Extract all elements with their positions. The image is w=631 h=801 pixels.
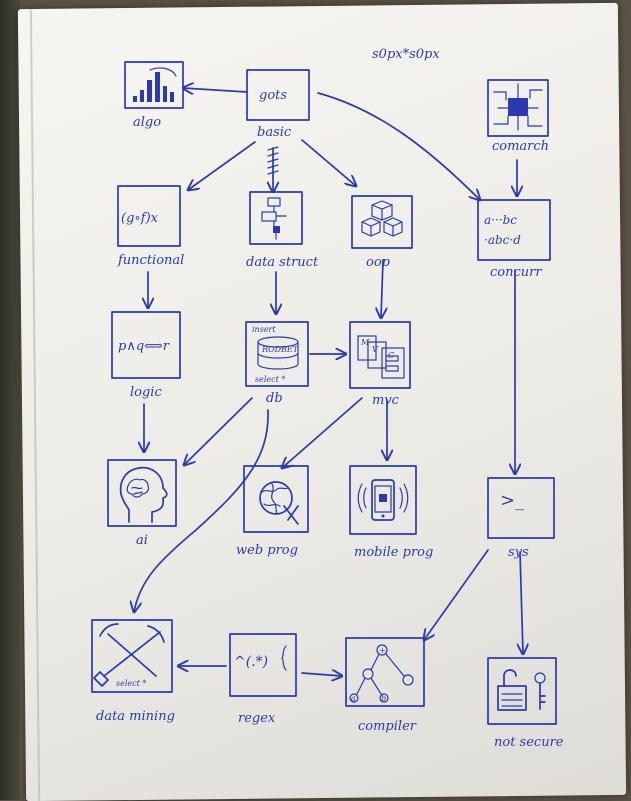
edge-sys-compiler — [424, 549, 489, 640]
logic-label: logic — [130, 385, 162, 400]
basic-scribble — [267, 146, 279, 175]
flowchart-icon — [261, 197, 287, 240]
concurr-row2: ·abc·d — [484, 233, 521, 247]
compiler-leaf1-text: a — [351, 694, 356, 703]
syntax-tree-icon — [349, 644, 414, 703]
basic-box-text: gots — [259, 88, 287, 103]
header-note: s0px*s0px — [372, 47, 440, 62]
node-concurr: a···bc ·abc·d concurr — [477, 199, 551, 280]
datamining-label: data mining — [96, 709, 175, 724]
sys-label: sys — [508, 545, 529, 560]
regex-bracket — [281, 645, 287, 671]
globe-tools-icon — [259, 481, 299, 525]
mvc-v-text: V — [372, 345, 379, 354]
ai-label: ai — [136, 533, 148, 548]
node-datamining: select * data mining — [91, 619, 175, 724]
smartphone-icon — [357, 479, 409, 521]
logic-box-text: p∧q⟺r — [118, 339, 170, 354]
node-mvc: M V C mvc — [349, 321, 411, 408]
edge-oop-mvc — [381, 259, 383, 318]
db-cyl-text: RODBET — [261, 345, 299, 354]
functional-label: functional — [117, 253, 184, 268]
node-webprog: web prog — [236, 465, 309, 558]
comarch-label: comarch — [492, 139, 549, 154]
oop-label: oop — [366, 255, 391, 270]
concurr-label: concurr — [490, 265, 542, 280]
basic-label: basic — [257, 125, 292, 140]
node-sys: >_ sys — [487, 477, 555, 560]
bar-chart-icon — [133, 67, 177, 102]
mvc-c-text: C — [388, 351, 394, 360]
algo-label: algo — [133, 115, 161, 130]
node-ai: ai — [107, 459, 177, 548]
edge-regex-compiler — [301, 673, 342, 676]
edges — [134, 88, 523, 676]
pickaxe-shovel-icon — [93, 623, 165, 687]
node-notsecure: not secure — [487, 657, 564, 750]
db-label: db — [266, 391, 283, 406]
compiler-label: compiler — [358, 719, 417, 734]
node-basic: gots basic — [246, 69, 310, 175]
node-logic: p∧q⟺r logic — [111, 311, 181, 400]
edge-basic-oop — [301, 139, 356, 186]
database-cylinder-icon — [257, 336, 299, 370]
edge-mvc-webprog — [282, 397, 363, 468]
notsecure-label: not secure — [494, 735, 564, 750]
edge-sys-notsecure — [520, 551, 523, 654]
node-mobileprog: mobile prog — [349, 465, 433, 560]
mvc-label: mvc — [372, 393, 400, 408]
regex-box-text: ^(.*) — [234, 654, 268, 670]
db-insert-text: insert — [252, 325, 276, 334]
node-compiler: + a b compiler — [345, 637, 425, 734]
compiler-leaf2-text: b — [381, 694, 386, 703]
node-db: insert RODBET select * db — [245, 321, 309, 406]
mvc-windows-icon — [357, 335, 405, 379]
desk-background — [0, 0, 20, 800]
cpu-chip-icon — [493, 83, 543, 131]
mvc-m-text: M — [360, 338, 370, 347]
datastruct-label: data struct — [246, 255, 319, 270]
datamining-select-text: select * — [116, 679, 146, 688]
webprog-label: web prog — [236, 543, 298, 558]
edge-basic-algo — [183, 88, 248, 92]
edge-db-ai — [184, 397, 253, 465]
compiler-root-text: + — [379, 646, 386, 655]
node-functional: (g∘f)x functional — [117, 185, 184, 268]
node-datastruct: data struct — [246, 191, 319, 270]
cubes-icon — [361, 200, 403, 237]
edge-db-datamining — [134, 409, 269, 612]
node-algo: algo — [124, 61, 184, 130]
sys-prompt-text: >_ — [500, 490, 524, 511]
node-comarch: comarch — [487, 79, 549, 154]
functional-box-text: (g∘f)x — [121, 211, 159, 226]
edge-basic-concurr — [317, 92, 480, 200]
concurr-row1: a···bc — [484, 213, 517, 227]
head-brain-icon — [119, 466, 168, 523]
mobileprog-label: mobile prog — [354, 545, 433, 560]
db-select-text: select * — [255, 375, 285, 384]
node-regex: ^(.*) regex — [229, 633, 297, 726]
broken-lock-icon — [497, 669, 546, 711]
node-oop: oop — [351, 195, 413, 270]
regex-label: regex — [238, 711, 276, 726]
edge-basic-functional — [188, 141, 256, 190]
